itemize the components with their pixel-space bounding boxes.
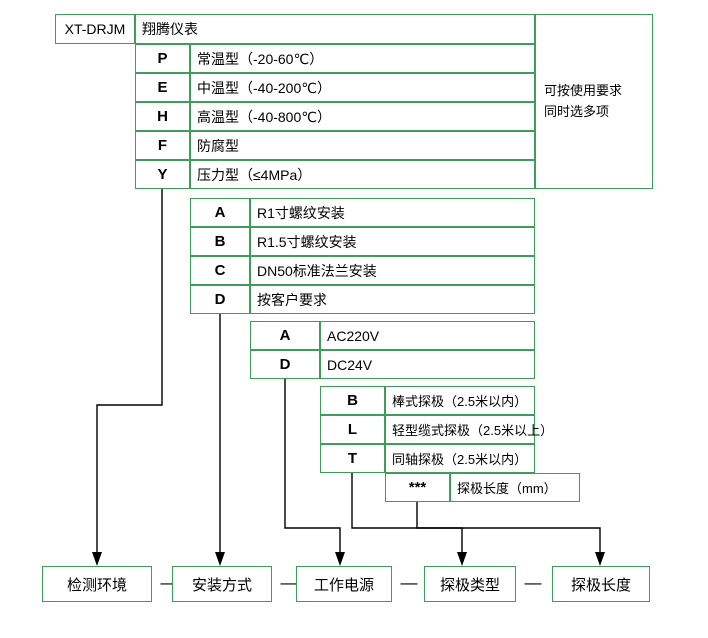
mount-code-1: B [190, 227, 250, 256]
env-desc-0: 常温型（-20-60℃） [190, 44, 535, 73]
legend-box-3: 探极类型 [424, 566, 516, 602]
mount-code-2: C [190, 256, 250, 285]
probe-length-desc: 探极长度（mm） [450, 473, 580, 502]
mount-desc-1: R1.5寸螺纹安装 [250, 227, 535, 256]
probe-type-desc-2: 同轴探极（2.5米以内） [385, 444, 535, 473]
legend-box-4: 探极长度 [552, 566, 650, 602]
power-code-1: D [250, 350, 320, 379]
env-desc-1: 中温型（-40-200℃） [190, 73, 535, 102]
mount-desc-0: R1寸螺纹安装 [250, 198, 535, 227]
legend-separator-1: — [280, 573, 298, 592]
env-desc-4: 压力型（≤4MPa） [190, 160, 535, 189]
env-code-4: Y [135, 160, 190, 189]
probe-type-code-1: L [320, 415, 385, 444]
env-desc-3: 防腐型 [190, 131, 535, 160]
legend-separator-3: — [524, 573, 542, 592]
probe-length-code: *** [385, 473, 450, 502]
mount-code-0: A [190, 198, 250, 227]
model-code-cell: XT-DRJM [55, 14, 135, 44]
legend-separator-2: — [400, 573, 418, 592]
power-desc-1: DC24V [320, 350, 535, 379]
env-code-0: P [135, 44, 190, 73]
legend-box-0: 检测环境 [42, 566, 152, 602]
probe-type-desc-0: 棒式探极（2.5米以内） [385, 386, 535, 415]
mount-desc-3: 按客户要求 [250, 285, 535, 314]
legend-box-2: 工作电源 [296, 566, 392, 602]
mount-desc-2: DN50标准法兰安装 [250, 256, 535, 285]
brand-name-cell: 翔腾仪表 [135, 14, 535, 44]
legend-box-1: 安装方式 [172, 566, 272, 602]
power-desc-0: AC220V [320, 321, 535, 350]
probe-type-code-0: B [320, 386, 385, 415]
probe-type-desc-1: 轻型缆式探极（2.5米以上） [385, 415, 553, 444]
mount-code-3: D [190, 285, 250, 314]
probe-type-code-2: T [320, 444, 385, 473]
env-code-2: H [135, 102, 190, 131]
env-desc-2: 高温型（-40-800℃） [190, 102, 535, 131]
env-code-3: F [135, 131, 190, 160]
env-code-1: E [135, 73, 190, 102]
power-code-0: A [250, 321, 320, 350]
note-cell: 可按使用要求 同时选多项 [535, 14, 653, 189]
